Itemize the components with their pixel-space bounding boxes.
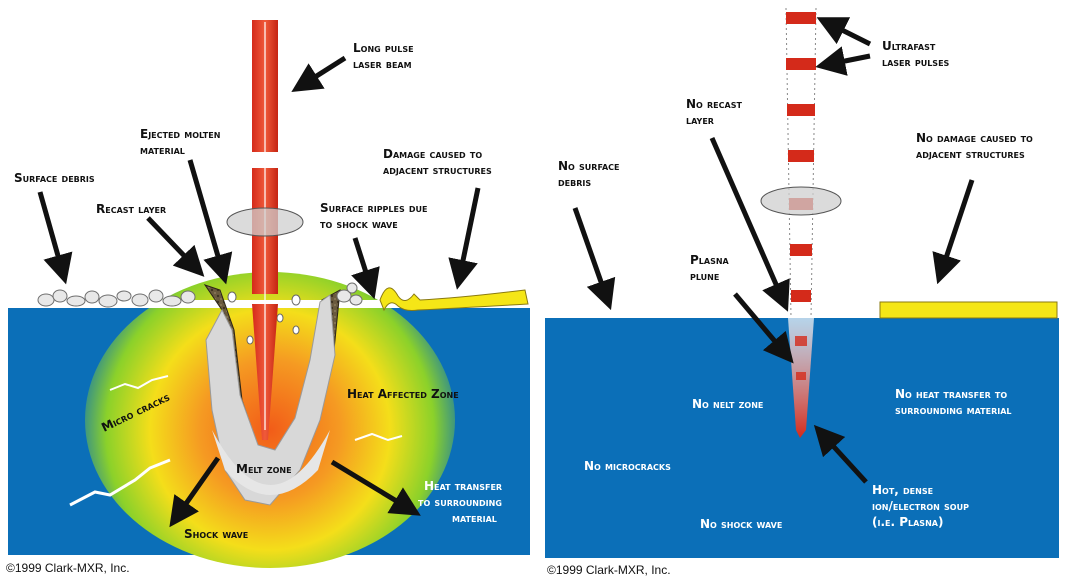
melt-zone-bowl <box>212 430 330 495</box>
label-no-recast-2: layer <box>686 113 714 127</box>
micro-crack-1 <box>109 375 169 391</box>
label-damage-1: Damage caused to <box>383 147 482 161</box>
arrow-recast-layer <box>146 216 205 277</box>
arrow-heat-transfer <box>330 459 421 516</box>
surface-debris <box>37 282 363 308</box>
label-heat-transfer-2: to surrounding <box>418 495 502 509</box>
arrow-surface-debris <box>37 191 73 285</box>
label-long-pulse-2: laser beam <box>353 57 412 71</box>
ejected-molten-droplets <box>227 291 301 345</box>
right-panel: Ultrafast laser pulses No recast layer N… <box>545 7 1059 577</box>
label-plasma-1: Plasna <box>690 253 730 267</box>
arrow-long-pulse <box>291 55 347 93</box>
surface-ripple-damage <box>379 287 529 312</box>
label-hot-3: (i.e. Plasna) <box>872 515 943 529</box>
label-no-recast-1: No recast <box>686 97 742 111</box>
arrow-no-recast <box>709 136 790 312</box>
label-long-pulse-1: Long pulse <box>353 41 414 55</box>
arrow-ripples <box>351 237 380 300</box>
label-no-melt-zone: No nelt zone <box>692 397 763 411</box>
label-no-damage-2: adjacent structures <box>916 147 1025 161</box>
label-hot-1: Hot, dense <box>872 483 933 497</box>
arrow-hot-plasma <box>813 424 868 484</box>
label-no-debris-2: debris <box>558 175 591 189</box>
label-no-microcracks: No microcracks <box>584 459 671 473</box>
label-no-shock-wave: No shock wave <box>700 517 782 531</box>
label-ultrafast-2: laser pulses <box>882 55 950 69</box>
label-heat-affected-zone: Heat Affected Zone <box>347 387 459 401</box>
label-plasma-2: plune <box>690 269 719 283</box>
intact-adjacent-structure <box>879 301 1058 319</box>
arrow-ultrafast-1 <box>816 17 872 47</box>
arrow-no-damage <box>932 179 975 285</box>
label-ripples-2: to shock wave <box>320 217 398 231</box>
label-melt-zone: Melt zone <box>236 462 292 476</box>
heat-affected-zone-glow <box>85 272 455 568</box>
label-no-heat-1: No heat transfer to <box>895 387 1007 401</box>
label-ultrafast-1: Ultrafast <box>882 39 936 53</box>
arrow-no-debris <box>572 207 616 311</box>
label-shock-wave: Shock wave <box>184 527 248 541</box>
label-hot-2: ion/electron soup <box>872 499 969 513</box>
focusing-lens-right <box>760 186 842 216</box>
label-surface-debris: Surface debris <box>14 171 95 185</box>
left-panel: Long pulse laser beam Ejected molten mat… <box>6 20 530 575</box>
copyright-left: ©1999 Clark-MXR, Inc. <box>6 561 130 575</box>
label-ejected-1: Ejected molten <box>140 127 220 141</box>
label-no-debris-1: No surface <box>558 159 620 173</box>
label-ripples-1: Surface ripples due <box>320 201 428 215</box>
micro-crack-3 <box>354 432 403 442</box>
arrow-ultrafast-2 <box>815 46 871 76</box>
micro-crack-2 <box>69 458 171 507</box>
label-heat-transfer-3: material <box>452 511 497 525</box>
label-no-damage-1: No damage caused to <box>916 131 1033 145</box>
arrow-damage <box>448 187 481 290</box>
label-recast-layer: Recast layer <box>96 202 166 216</box>
arrow-shock-wave <box>169 456 221 528</box>
label-heat-transfer-1: Heat transfer <box>424 479 502 493</box>
arrow-ejected <box>187 159 233 285</box>
label-damage-2: adjacent structures <box>383 163 492 177</box>
focusing-lens-left <box>226 207 304 237</box>
label-ejected-2: material <box>140 143 185 157</box>
arrow-plasma <box>733 292 794 364</box>
copyright-right: ©1999 Clark-MXR, Inc. <box>547 563 671 577</box>
label-no-heat-2: surrounding material <box>895 403 1012 417</box>
